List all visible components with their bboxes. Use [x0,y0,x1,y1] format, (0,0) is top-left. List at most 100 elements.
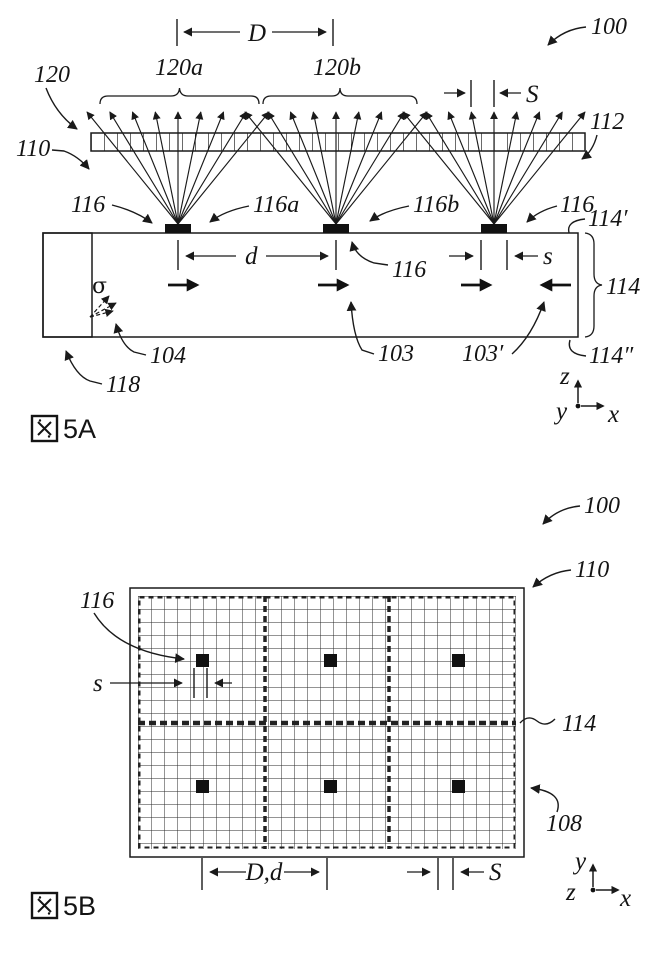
brace-114 [584,232,603,338]
lens-array-strip [91,133,585,151]
waveguide-slab [42,232,579,338]
axes-5a-z-label: z [559,363,570,390]
light-ray-arrow [447,111,495,225]
sigma-ray-1 [89,295,110,318]
axes-5a-origin [575,403,581,409]
light-ray-arrow [493,111,541,225]
dim-S-label: S [526,81,539,108]
axes-5a: z y x [553,363,619,428]
dim-D-label: D [247,20,266,47]
axes-5b-origin [590,887,596,893]
light-ray-arrow [335,111,362,225]
leader-100-5b-arrow [542,505,581,525]
axes-5b: y z x [565,848,631,912]
leader-114-dprime [568,339,587,357]
brace-120a [99,87,260,105]
label-120: 120 [34,62,70,88]
leader-112-arrow [581,134,598,160]
leader-103-prime-arrow [511,301,546,355]
label-100: 100 [591,14,627,40]
leader-114-5b-squiggle [519,717,556,725]
leader-116-left-arrow [111,204,153,224]
light-ray-arrow [177,111,270,225]
light-ray-arrow [493,111,520,225]
zu-kanji-icon [30,414,59,443]
leader-116-right-arrow [526,205,558,223]
leader-116-mid-arrow [349,241,389,266]
dim-s-label: s [543,243,553,270]
panel-outer-frame [129,587,525,858]
leader-100-arrow [547,26,587,46]
light-ray-arrow [109,111,179,225]
dim-Dd-label: D,d [245,859,283,886]
axes-5a-x-label: x [607,401,619,428]
dim-s-5b-label: s [93,670,103,697]
dim-S-5b-label: S [489,859,502,886]
figure-5b-caption: 5B [30,891,96,921]
label-114: 114 [606,274,640,300]
axes-5b-z-label: z [565,879,576,906]
axes-5b-x-label: x [619,885,631,912]
figure-5a: D 120a 120b S 100 120 110 116 116a 116b … [16,14,640,444]
emitter-square-r1c2 [324,654,337,667]
light-ray-arrow [335,111,383,225]
emitter-3 [481,224,507,233]
label-114-5b: 114 [562,711,596,737]
light-ray-arrow [86,111,179,225]
light-ray-fans [86,111,586,225]
light-ray-arrow [468,111,495,225]
leader-118-arrow [64,350,103,385]
light-ray-arrow [335,111,405,225]
label-116-mid: 116 [392,257,426,283]
label-116-5b: 116 [80,588,114,614]
label-103: 103 [378,341,414,367]
label-116-left: 116 [71,192,105,218]
axes-5a-y-label: y [553,398,568,425]
lens-array-strip-outline [90,132,586,152]
sigma-ray-3 [89,308,114,318]
absorber-hatched-region [42,232,93,338]
leader-116b-arrow [369,205,410,222]
label-116-right: 116 [560,192,594,218]
label-103-prime: 103′ [462,341,504,367]
emitter-square-r2c1 [196,780,209,793]
emitter-1 [165,224,191,233]
label-120b: 120b [313,55,361,81]
zu-kanji-icon [30,891,59,920]
figure-5a-caption-number: 5A [63,414,96,444]
light-ray-arrow [310,111,337,225]
leader-114-prime [567,218,586,234]
leader-116a-arrow [209,205,250,223]
light-ray-arrow [402,111,495,225]
leader-116-5b-arrow [93,612,185,663]
label-104: 104 [150,343,186,369]
leader-103-arrow [346,301,375,355]
light-ray-arrow [131,111,179,225]
sigma-ray-2 [89,302,117,318]
light-ray-arrow [152,111,179,225]
emitter-square-r1c3 [452,654,465,667]
emitter-square-r1c1 [196,654,209,667]
light-ray-arrow [177,111,247,225]
leader-108-5b-arrow [530,784,559,813]
sigma-label: σ [92,274,107,299]
light-ray-arrow [289,111,337,225]
label-120a: 120a [155,55,203,81]
light-ray-arrow [493,111,563,225]
light-ray-arrow [335,111,428,225]
label-110: 110 [16,136,50,162]
figure-5a-caption: 5A [30,414,96,444]
label-116a: 116a [253,192,299,218]
light-ray-arrow [425,111,495,225]
dim-d-label: d [245,243,258,270]
light-ray-arrow [244,111,337,225]
light-ray-arrow [177,111,204,225]
axes-5b-y-label: y [572,848,587,875]
leader-120-arrow [45,87,78,130]
label-118: 118 [106,372,140,398]
leader-110-arrow [51,149,90,170]
label-108-5b: 108 [546,811,582,837]
emitter-2 [323,224,349,233]
emitter-square-r2c3 [452,780,465,793]
